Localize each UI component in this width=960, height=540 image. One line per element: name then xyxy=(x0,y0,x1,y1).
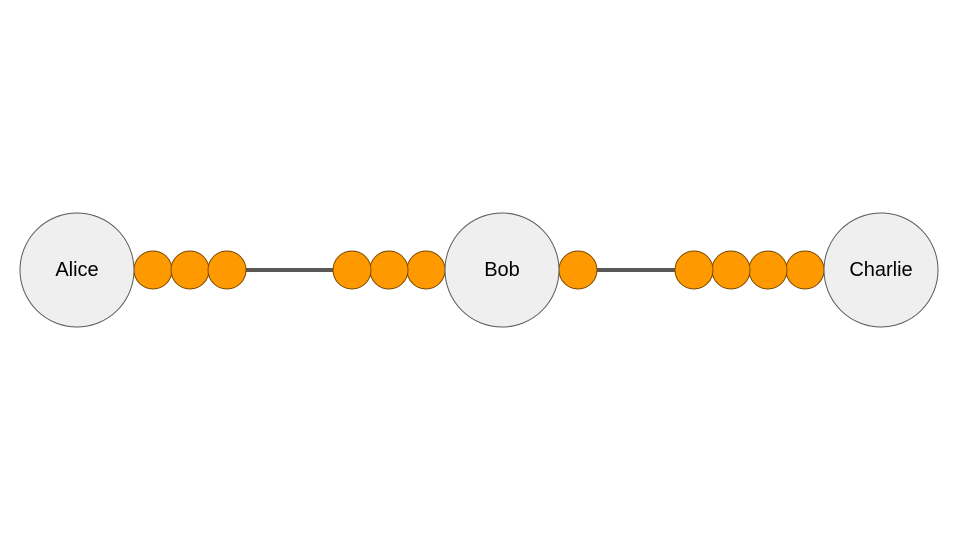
alice-side-coin-3 xyxy=(207,250,247,290)
coins-bob-side-left-channel xyxy=(332,250,446,290)
node-alice-circle xyxy=(19,212,135,328)
coins-bob-side-right-channel xyxy=(558,250,598,290)
bob-left-side-coin-3 xyxy=(332,250,372,290)
node-bob-circle xyxy=(444,212,560,328)
bob-right-side-coin-1 xyxy=(558,250,598,290)
coins-charlie-side xyxy=(674,250,825,290)
node-charlie: Charlie xyxy=(823,212,939,328)
alice-side-coin-2 xyxy=(170,250,210,290)
charlie-side-coin-3 xyxy=(711,250,751,290)
node-alice-label: Alice xyxy=(55,259,98,281)
bob-left-side-coin-1 xyxy=(406,250,446,290)
node-charlie-label: Charlie xyxy=(849,259,912,281)
bob-left-side-coin-2 xyxy=(369,250,409,290)
charlie-side-coin-2 xyxy=(748,250,788,290)
charlie-side-coin-4 xyxy=(674,250,714,290)
coins-alice-side xyxy=(133,250,247,290)
charlie-side-coin-1 xyxy=(785,250,825,290)
node-alice: Alice xyxy=(19,212,135,328)
node-bob-label: Bob xyxy=(484,259,520,281)
node-bob: Bob xyxy=(444,212,560,328)
alice-side-coin-1 xyxy=(133,250,173,290)
node-charlie-circle xyxy=(823,212,939,328)
